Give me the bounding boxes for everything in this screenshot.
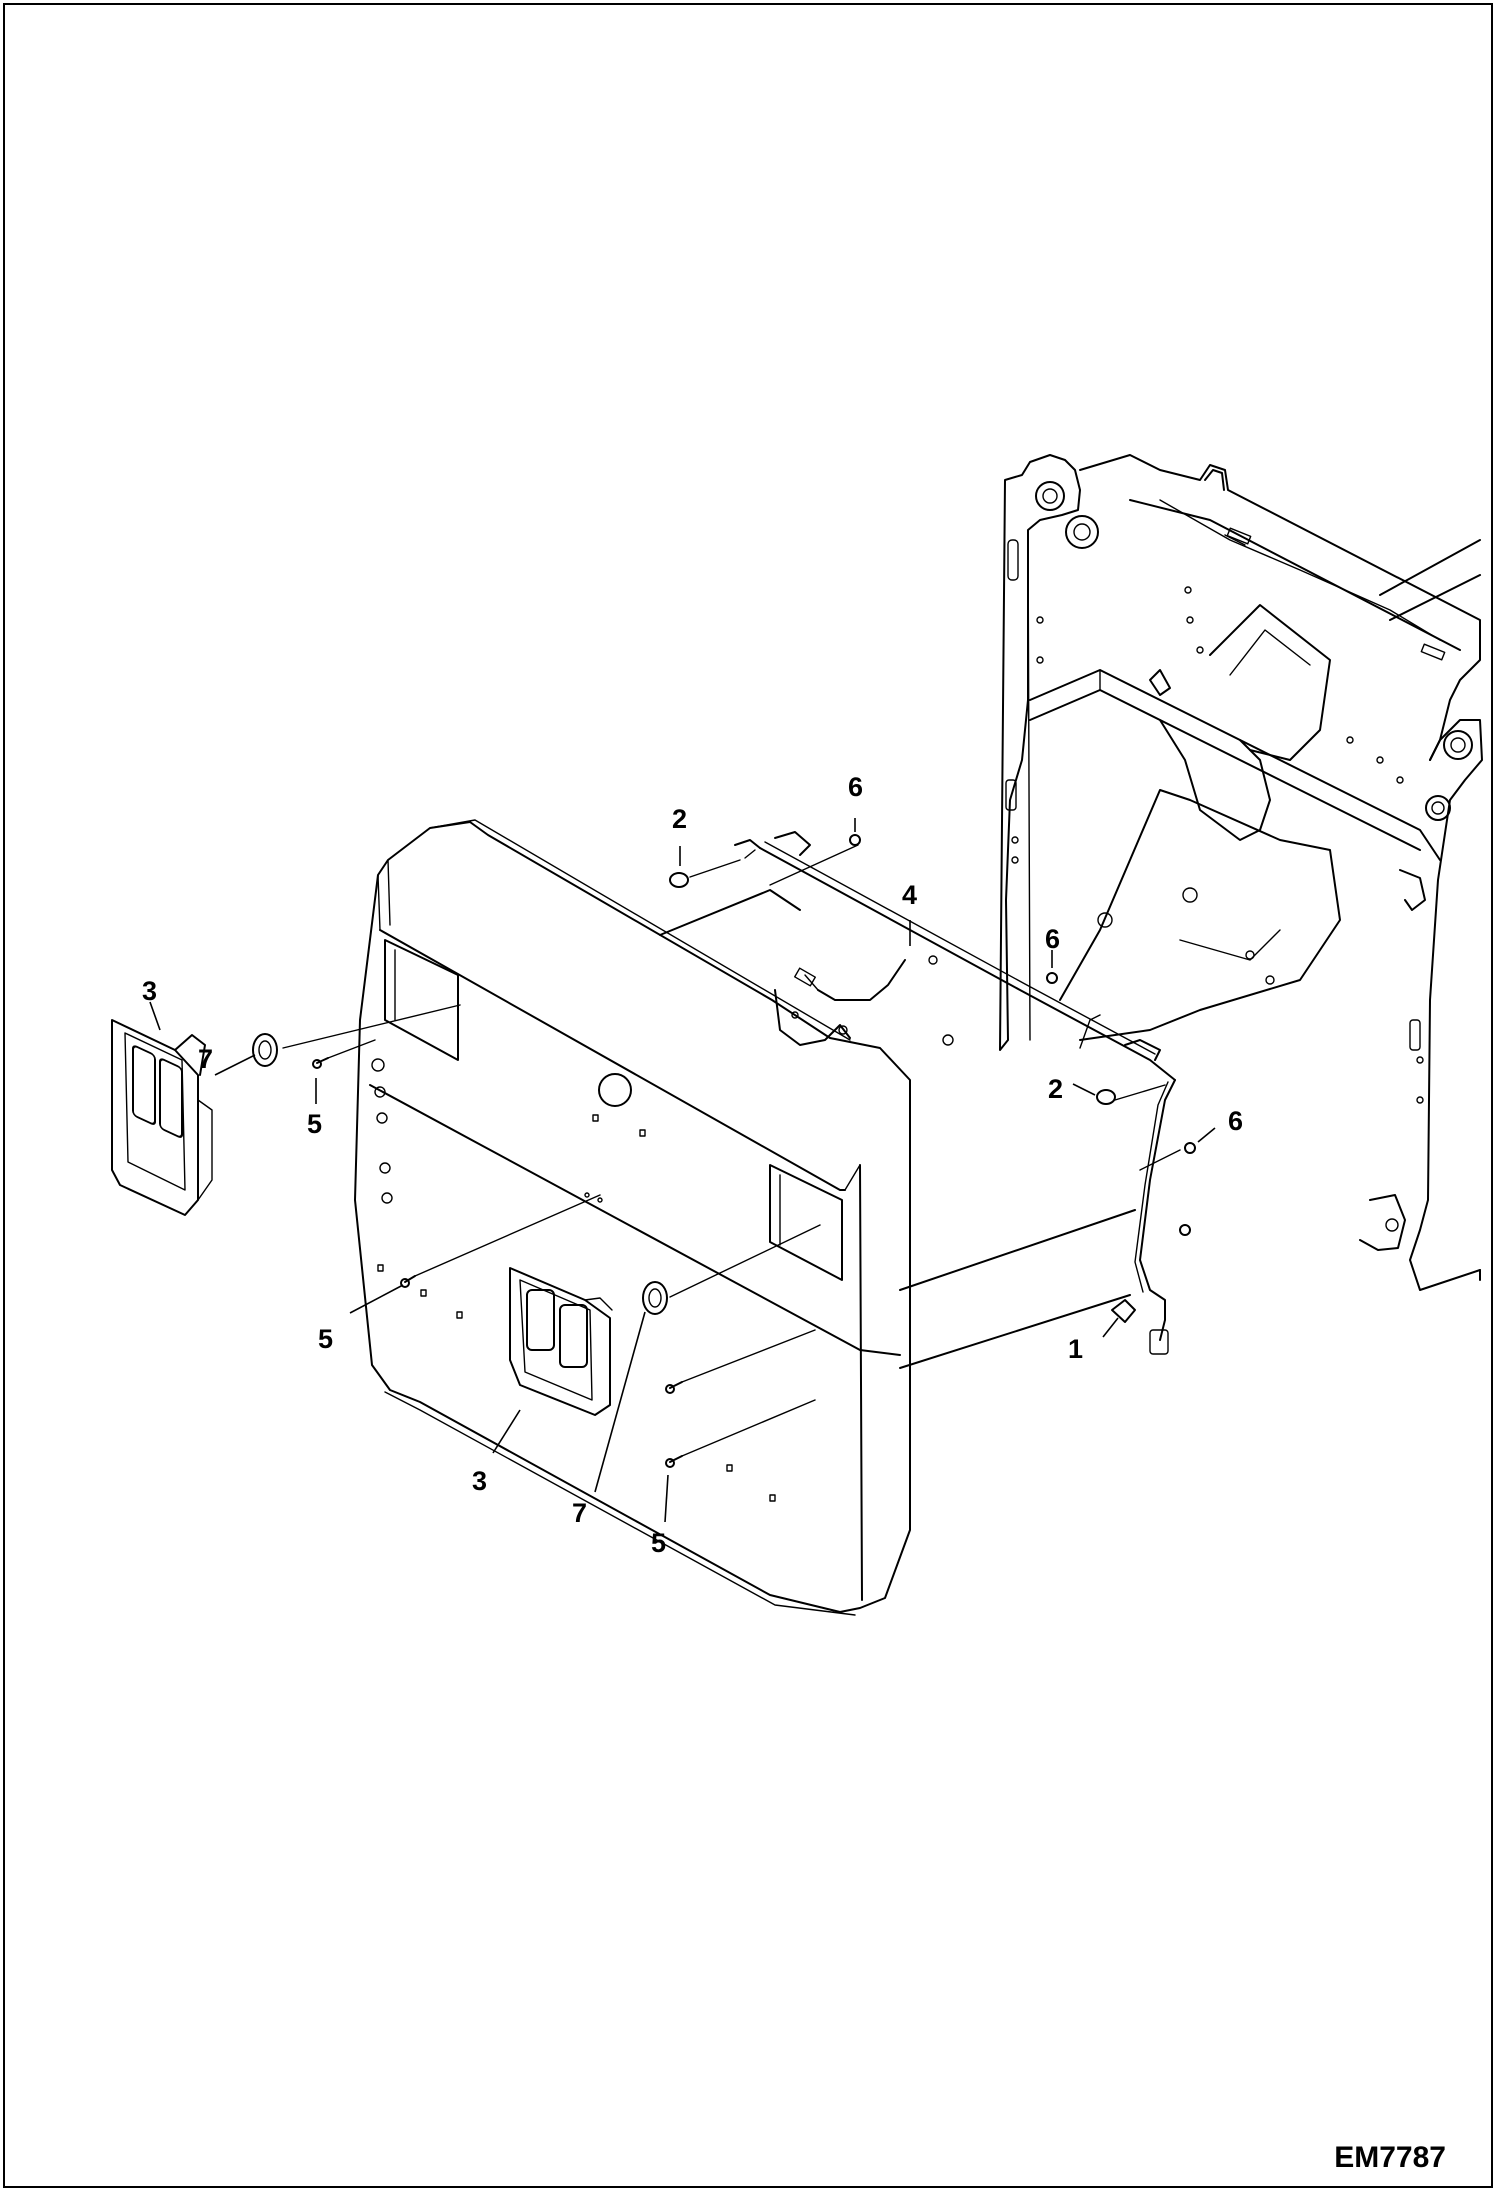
bulb-upper: [669, 872, 689, 888]
hardware-parts: [252, 834, 1196, 1468]
drawing-code: EM7787: [1334, 2141, 1446, 2174]
nut-c: [1184, 1142, 1196, 1154]
wire-harness: [734, 831, 1176, 1355]
machine-frame: [999, 454, 1483, 1291]
drawing-border: [3, 3, 1493, 2188]
nut-b: [1046, 972, 1058, 984]
callout-2-top: 2: [672, 804, 687, 834]
callout-6-top: 6: [848, 772, 863, 802]
clip: [1111, 1299, 1136, 1323]
callout-4: 4: [902, 880, 917, 910]
callout-7-center: 7: [572, 1498, 587, 1528]
callout-3-center: 3: [472, 1466, 487, 1496]
bulb-lower: [1096, 1089, 1116, 1105]
callout-6-lower: 6: [1228, 1106, 1243, 1136]
leader-lines: [149, 818, 1216, 1523]
switch-panel-center: [509, 1267, 613, 1416]
callout-5-left: 5: [307, 1109, 322, 1139]
instrument-panel: [354, 819, 1136, 1616]
screw-a: [316, 1057, 329, 1064]
callout-2-lower: 2: [1048, 1074, 1063, 1104]
callout-6-mid: 6: [1045, 924, 1060, 954]
grommet-left: [252, 1033, 278, 1067]
callout-1: 1: [1068, 1334, 1083, 1364]
callout-3-left: 3: [142, 976, 157, 1006]
callout-7-left: 7: [198, 1044, 213, 1074]
callout-5-lower: 5: [651, 1528, 666, 1558]
nut-a: [849, 834, 861, 846]
callout-labels: 3 7 5 2 6 4 6 2 6 1 5 3 7 5: [142, 772, 1243, 1558]
grommet-center: [642, 1281, 668, 1315]
switch-panel-left: [111, 1019, 213, 1216]
callout-5-center: 5: [318, 1324, 333, 1354]
